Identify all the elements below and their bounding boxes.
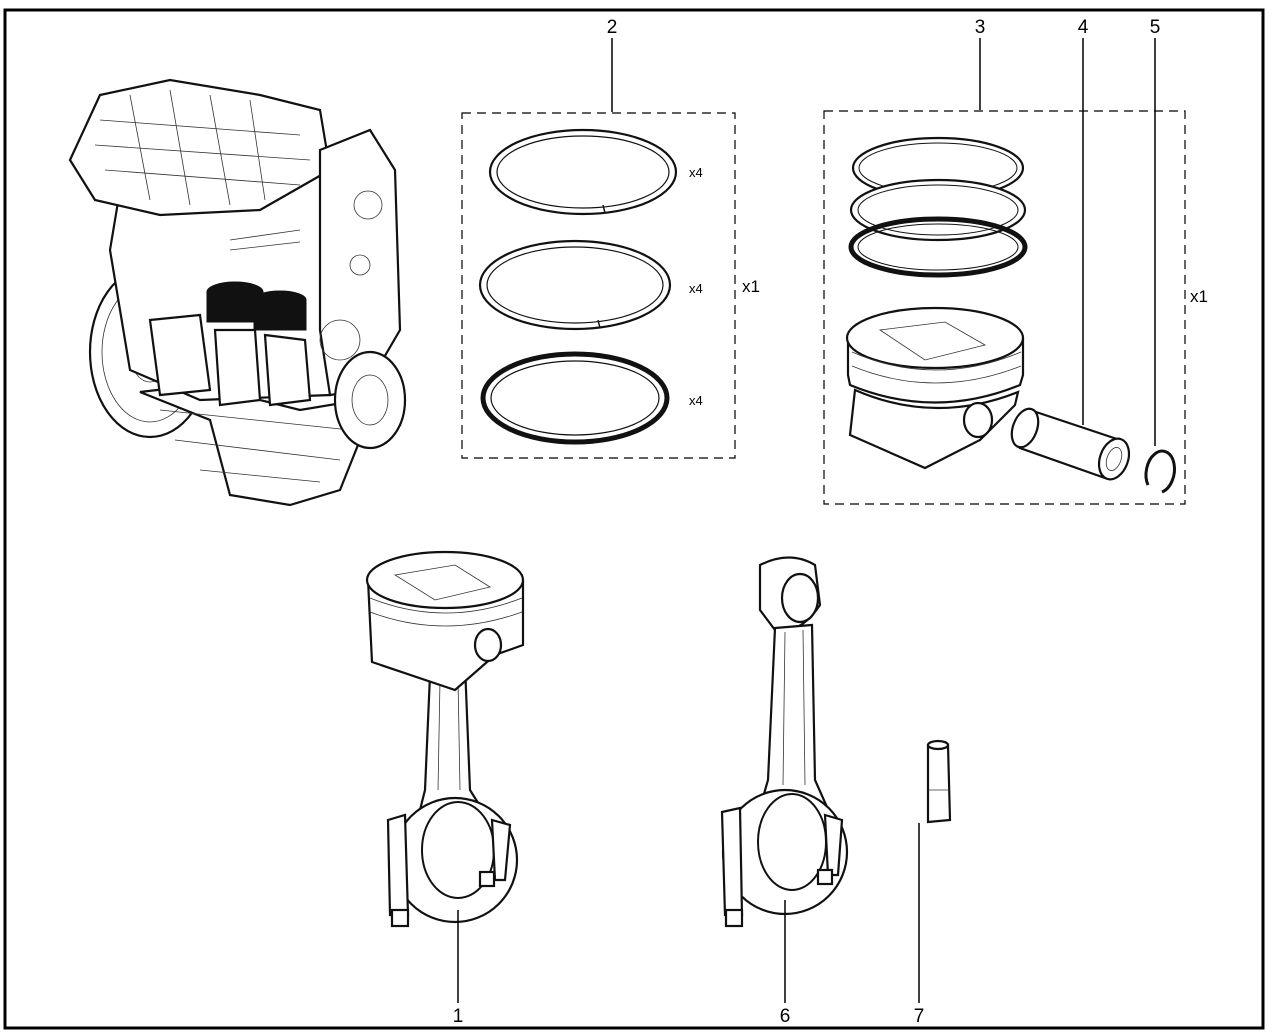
rod-bolt-icon: [926, 739, 952, 824]
rod-bolt-icon: [724, 868, 834, 928]
qty-piston-kit: x1: [1190, 287, 1208, 306]
ring-set-group: [461, 112, 736, 459]
engine-assembly-icon: [68, 78, 407, 507]
piston-icon: [365, 550, 525, 692]
qty-ring-top: x4: [689, 165, 703, 180]
qty-ring-set: x1: [742, 277, 760, 296]
qty-ring-mid: x4: [689, 281, 703, 296]
piston-ring-icon: [478, 128, 678, 445]
piston-ring-icon: [848, 136, 1028, 278]
callout-6: 6: [780, 1006, 791, 1027]
callout-7: 7: [914, 1006, 925, 1027]
piston-pin-icon: [1010, 407, 1131, 481]
connecting-rod-icon: [386, 663, 519, 924]
piston-icon: [845, 306, 1025, 470]
callout-2: 2: [607, 17, 618, 38]
diagram-frame: [3, 8, 1265, 1030]
callout-1: 1: [453, 1006, 464, 1027]
rod-bolt-icon: [390, 870, 496, 928]
callout-4: 4: [1078, 17, 1089, 38]
circlip-icon: [1144, 449, 1176, 494]
connecting-rod-icon: [720, 556, 849, 917]
callout-5: 5: [1150, 17, 1161, 38]
callout-3: 3: [975, 17, 986, 38]
qty-ring-bottom: x4: [689, 393, 703, 408]
piston-kit-group: [823, 110, 1186, 505]
